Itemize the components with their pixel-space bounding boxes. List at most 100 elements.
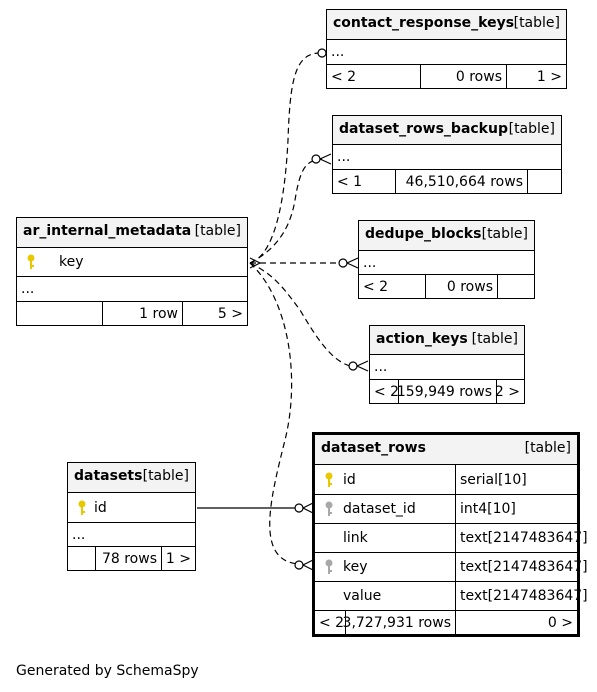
- parents-count: < 2: [331, 68, 357, 85]
- column-row: ...: [333, 145, 561, 170]
- crowfoot-marker: [302, 559, 314, 571]
- column-type: text[2147483647]: [460, 530, 588, 546]
- generated-by-caption: Generated by SchemaSpy: [16, 663, 199, 679]
- row-count: 3,727,931 rows: [342, 614, 451, 631]
- parents-count: < 2: [363, 278, 389, 295]
- table-footer: 1 row 5 >: [17, 302, 247, 325]
- table-header: dataset_rows [table]: [315, 435, 577, 465]
- link-dataset-rows-backup: [249, 158, 323, 264]
- column-name: id: [343, 471, 356, 488]
- table-header: action_keys [table]: [370, 326, 524, 355]
- children-count: 2 >: [494, 383, 520, 400]
- row-count: 78 rows: [101, 550, 157, 567]
- optional-marker: [294, 560, 304, 570]
- table-header: contact_response_keys [table]: [327, 10, 566, 40]
- optional-marker: [338, 258, 348, 268]
- table-footer: < 2 0 rows 1 >: [327, 65, 566, 88]
- foreign-key-icon: [325, 559, 333, 574]
- crowfoot-marker: [346, 257, 359, 269]
- column-row: id serial[10]: [315, 465, 577, 495]
- link-dataset-rows-key: [249, 262, 299, 565]
- table-action-keys[interactable]: action_keys [table] ... < 2 159,949 rows…: [369, 325, 525, 404]
- table-header: dedupe_blocks [table]: [359, 221, 534, 251]
- parents-count: < 2: [374, 383, 400, 400]
- column-type: int4[10]: [460, 501, 516, 517]
- table-name: dedupe_blocks: [365, 226, 482, 242]
- column-ellipsis: ...: [374, 359, 388, 375]
- column-name: key: [343, 559, 368, 575]
- column-ellipsis: ...: [72, 526, 86, 543]
- primary-key-icon: [27, 254, 35, 269]
- column-row: ...: [359, 251, 534, 275]
- table-footer: < 1 46,510,664 rows: [333, 170, 561, 193]
- crowfoot-marker: [356, 360, 369, 372]
- column-row: id: [68, 493, 195, 523]
- column-ellipsis: ...: [331, 44, 345, 60]
- table-name: datasets: [74, 468, 143, 484]
- table-header: dataset_rows_backup [table]: [333, 116, 561, 145]
- table-kind: [table]: [142, 468, 189, 484]
- row-count: 159,949 rows: [396, 383, 492, 400]
- column-ellipsis: ...: [21, 281, 35, 297]
- table-name: ar_internal_metadata: [23, 223, 192, 239]
- column-type: text[2147483647]: [460, 588, 588, 604]
- column-row: key: [17, 248, 247, 277]
- table-header: datasets [table]: [68, 463, 195, 493]
- table-header: ar_internal_metadata [table]: [17, 218, 247, 248]
- column-type: text[2147483647]: [460, 559, 588, 575]
- table-dataset-rows[interactable]: dataset_rows [table] id serial[10] datas…: [312, 432, 588, 637]
- table-footer: < 2 3,727,931 rows 0 >: [315, 611, 577, 634]
- table-dedupe-blocks[interactable]: dedupe_blocks [table] ... < 2 0 rows: [358, 220, 535, 299]
- table-kind: [table]: [471, 331, 518, 347]
- column-row: ...: [17, 277, 247, 302]
- primary-key-icon: [325, 472, 333, 487]
- optional-marker: [317, 48, 327, 58]
- column-row: key text[2147483647]: [315, 553, 588, 582]
- table-kind: [table]: [481, 226, 528, 242]
- table-kind: [table]: [508, 121, 555, 137]
- column-ellipsis: ...: [337, 149, 351, 165]
- column-row: ...: [370, 355, 524, 380]
- link-contact-response-keys: [249, 52, 319, 264]
- column-row: ...: [68, 523, 195, 547]
- crowfoot-marker: [302, 502, 314, 514]
- column-name: id: [94, 499, 107, 516]
- table-kind: [table]: [194, 223, 241, 239]
- table-footer: < 2 159,949 rows 2 >: [370, 380, 524, 403]
- crowfoot-marker: [319, 153, 332, 165]
- table-kind: [table]: [524, 440, 571, 456]
- column-name: dataset_id: [343, 501, 416, 517]
- table-name: dataset_rows: [321, 440, 426, 456]
- one-marker: [249, 257, 262, 269]
- children-count: 0 >: [547, 614, 573, 631]
- children-count: 1 >: [536, 68, 562, 85]
- table-datasets[interactable]: datasets [table] id ... 78 rows 1 >: [67, 462, 196, 571]
- table-contact-response-keys[interactable]: contact_response_keys [table] ... < 2 0 …: [326, 9, 567, 89]
- parents-count: < 1: [337, 173, 363, 190]
- column-ellipsis: ...: [363, 254, 377, 271]
- column-row: dataset_id int4[10]: [315, 495, 577, 524]
- column-type: serial[10]: [460, 471, 527, 488]
- parents-count: < 2: [319, 614, 345, 631]
- row-count: 0 rows: [455, 68, 502, 85]
- table-dataset-rows-backup[interactable]: dataset_rows_backup [table] ... < 1 46,5…: [332, 115, 562, 194]
- column-name: value: [343, 588, 382, 604]
- optional-marker: [294, 503, 304, 513]
- table-kind: [table]: [513, 15, 560, 31]
- column-name: key: [59, 254, 84, 270]
- row-count: 0 rows: [446, 278, 493, 295]
- column-row: value text[2147483647]: [315, 582, 588, 611]
- children-count: 1 >: [165, 550, 191, 567]
- row-count: 1 row: [139, 305, 178, 322]
- optional-marker: [311, 154, 321, 164]
- table-ar-internal-metadata[interactable]: ar_internal_metadata [table] key ... 1 r…: [16, 217, 248, 326]
- foreign-key-icon: [325, 501, 333, 516]
- primary-key-icon: [78, 500, 86, 515]
- column-row: link text[2147483647]: [315, 524, 588, 553]
- row-count: 46,510,664 rows: [405, 173, 523, 190]
- table-name: contact_response_keys: [333, 15, 515, 31]
- column-name: link: [343, 530, 368, 546]
- table-name: action_keys: [376, 331, 468, 347]
- optional-marker: [348, 361, 358, 371]
- table-footer: < 2 0 rows: [359, 275, 534, 298]
